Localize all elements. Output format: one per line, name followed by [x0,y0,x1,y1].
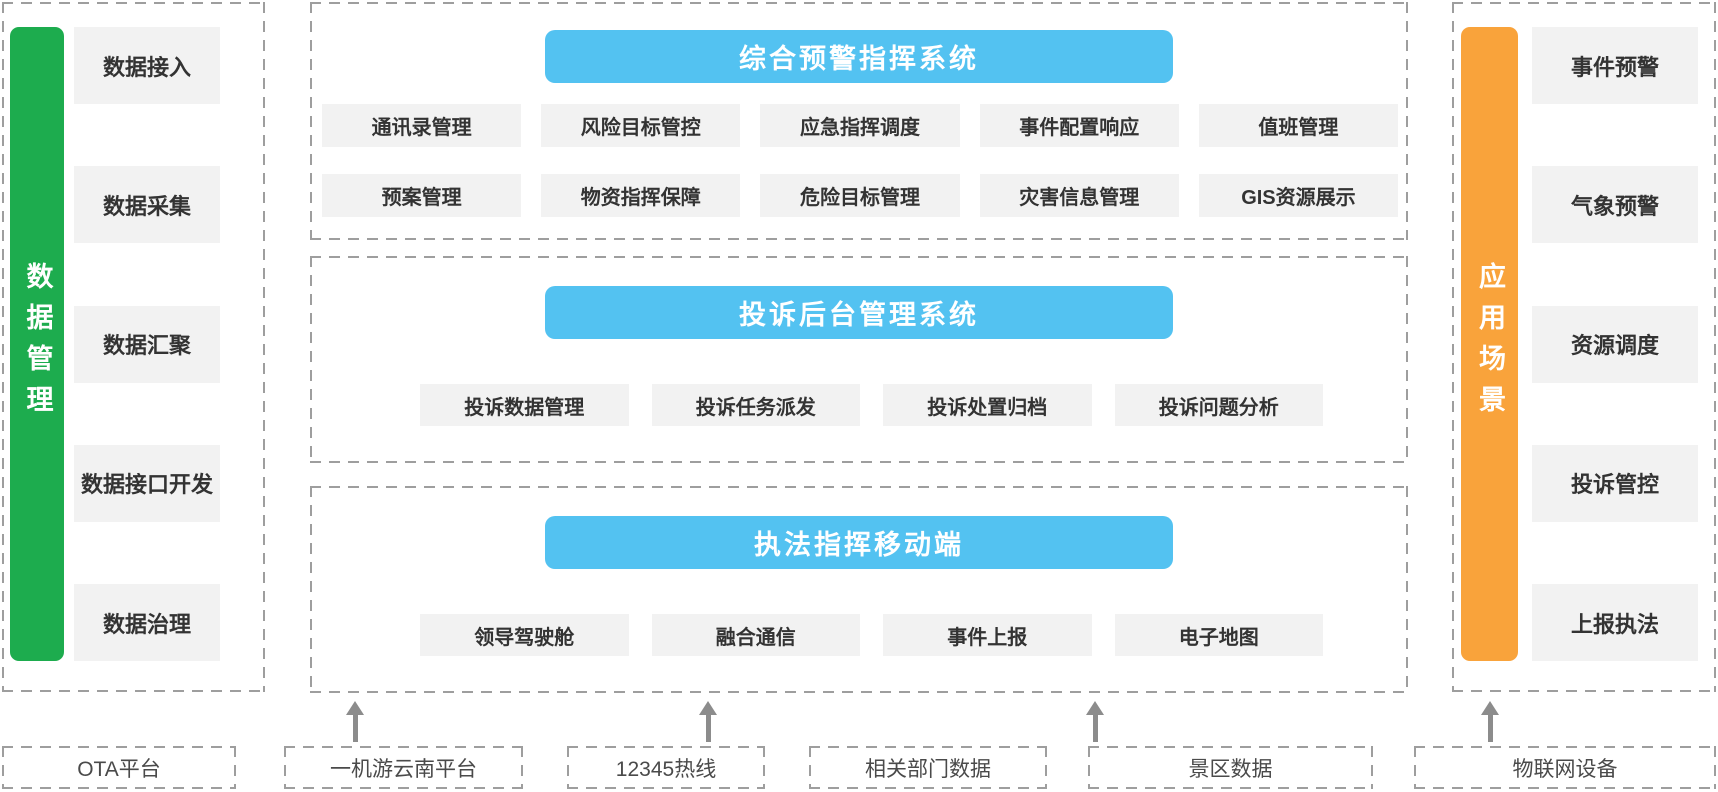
module-chip: 投诉问题分析 [1114,384,1323,426]
system-title: 综合预警指挥系统 [739,44,979,74]
system-box-complaint-backend-management: 投诉后台管理系统 投诉数据管理投诉任务派发投诉处置归档投诉问题分析 [310,256,1408,463]
system-title-banner: 执法指挥移动端 [545,516,1173,569]
module-chip: 电子地图 [1114,614,1323,656]
system-title: 投诉后台管理系统 [739,300,979,330]
module-row: 投诉数据管理投诉任务派发投诉处置归档投诉问题分析 [420,384,1323,426]
data-management-panel: 数据管理 数据接入数据采集数据汇聚数据接口开发数据治理 [2,2,265,692]
data-management-item: 数据接口开发 [74,444,220,522]
source-12345-hotline: 12345热线 [567,746,765,789]
module-chip: 事件配置响应 [979,104,1179,147]
module-chip: 预案管理 [322,174,522,217]
application-scenario-item: 投诉管控 [1532,444,1698,522]
source-label: OTA平台 [77,757,161,781]
up-arrow-icon [1481,701,1499,742]
module-chip: 通讯录管理 [322,104,522,147]
source-label: 一机游云南平台 [330,757,477,781]
data-management-items: 数据接入数据采集数据汇聚数据接口开发数据治理 [74,27,220,661]
module-chip: 投诉任务派发 [651,384,860,426]
system-box-integrated-warning-command: 综合预警指挥系统 通讯录管理风险目标管控应急指挥调度事件配置响应值班管理 预案管… [310,2,1408,240]
up-arrow-icon [1086,701,1104,742]
module-chip: 投诉数据管理 [420,384,629,426]
source-label: 相关部门数据 [865,757,991,781]
application-scenario-items: 事件预警气象预警资源调度投诉管控上报执法 [1532,27,1698,661]
application-scenarios-bar-label: 应用场景 [1475,262,1505,426]
module-chip: 投诉处置归档 [883,384,1092,426]
source-related-department-data: 相关部门数据 [809,746,1047,789]
up-arrow-icon [346,701,364,742]
source-label: 景区数据 [1188,757,1273,781]
data-management-bar-label: 数据管理 [22,262,53,426]
application-scenario-item: 事件预警 [1532,27,1698,104]
application-scenarios-bar: 应用场景 [1461,27,1518,661]
system-title: 执法指挥移动端 [754,530,964,560]
up-arrow-icon [699,701,717,742]
module-chip: 灾害信息管理 [979,174,1179,217]
source-scenic-area-data: 景区数据 [1088,746,1373,789]
source-yijiyou-yunnan-platform: 一机游云南平台 [284,746,523,789]
system-title-banner: 综合预警指挥系统 [545,30,1173,83]
application-scenario-item: 资源调度 [1532,305,1698,383]
application-scenario-item: 上报执法 [1532,584,1698,661]
data-management-item: 数据汇聚 [74,305,220,383]
module-chip: 融合通信 [651,614,860,656]
application-scenario-item: 气象预警 [1532,166,1698,244]
module-chip: 值班管理 [1198,104,1399,147]
module-chip: 事件上报 [883,614,1092,656]
module-chip: 风险目标管控 [541,104,741,147]
data-management-item: 数据采集 [74,166,220,244]
module-row: 预案管理物资指挥保障危险目标管理灾害信息管理 GIS资源展示 [322,174,1399,217]
source-ota-platform: OTA平台 [2,746,236,789]
source-iot-devices: 物联网设备 [1414,746,1716,789]
module-row: 领导驾驶舱融合通信事件上报电子地图 [420,614,1323,656]
source-label: 12345热线 [615,757,717,781]
system-box-law-enforcement-mobile: 执法指挥移动端 领导驾驶舱融合通信事件上报电子地图 [310,486,1408,693]
application-scenarios-panel: 应用场景 事件预警气象预警资源调度投诉管控上报执法 [1452,2,1716,692]
module-chip: 物资指挥保障 [541,174,741,217]
module-chip: GIS资源展示 [1198,174,1399,217]
system-title-banner: 投诉后台管理系统 [545,286,1173,339]
module-chip: 危险目标管理 [760,174,960,217]
module-row: 通讯录管理风险目标管控应急指挥调度事件配置响应值班管理 [322,104,1399,147]
module-chip: 应急指挥调度 [760,104,960,147]
module-chip: 领导驾驶舱 [420,614,629,656]
data-management-item: 数据治理 [74,584,220,661]
data-management-bar: 数据管理 [10,27,64,661]
source-label: 物联网设备 [1512,757,1618,781]
data-management-item: 数据接入 [74,27,220,104]
